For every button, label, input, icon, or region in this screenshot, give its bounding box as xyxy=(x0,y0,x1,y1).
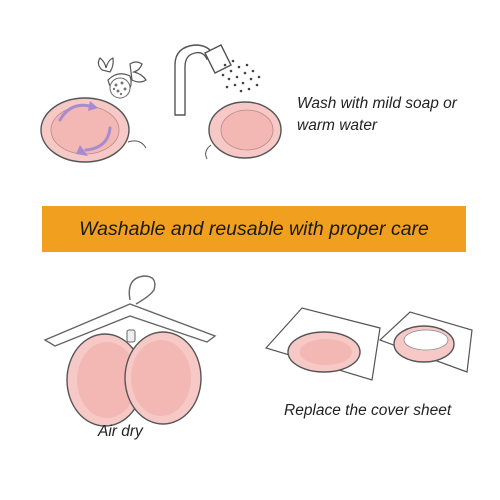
replace-cover-caption: Replace the cover sheet xyxy=(284,402,452,419)
shower-head-icon xyxy=(174,44,232,116)
pad-icon xyxy=(124,331,202,425)
pad-icon xyxy=(66,333,144,427)
hanger-icon xyxy=(43,275,217,347)
banner-text: Washable and reusable with proper care xyxy=(79,218,429,240)
replace-cover-illustration xyxy=(264,307,473,381)
wash-caption-line-1: Wash with mild soap or xyxy=(297,95,457,112)
pad-icon xyxy=(208,101,282,159)
wash-caption: Wash with mild soap or warm water xyxy=(297,93,497,137)
air-dry-illustration xyxy=(43,275,217,427)
cover-sheet-icon xyxy=(264,307,381,381)
care-banner: Washable and reusable with proper care xyxy=(42,206,466,252)
hand-washing-illustration xyxy=(40,57,147,163)
wash-caption-line-2: warm water xyxy=(297,117,378,134)
air-dry-caption: Air dry xyxy=(98,423,143,440)
water-drops-icon xyxy=(221,59,261,93)
circular-arrows-icon xyxy=(58,103,112,152)
sponge-icon xyxy=(109,77,131,99)
cover-sheet-icon xyxy=(378,311,473,373)
shower-rinse-illustration xyxy=(174,44,282,160)
